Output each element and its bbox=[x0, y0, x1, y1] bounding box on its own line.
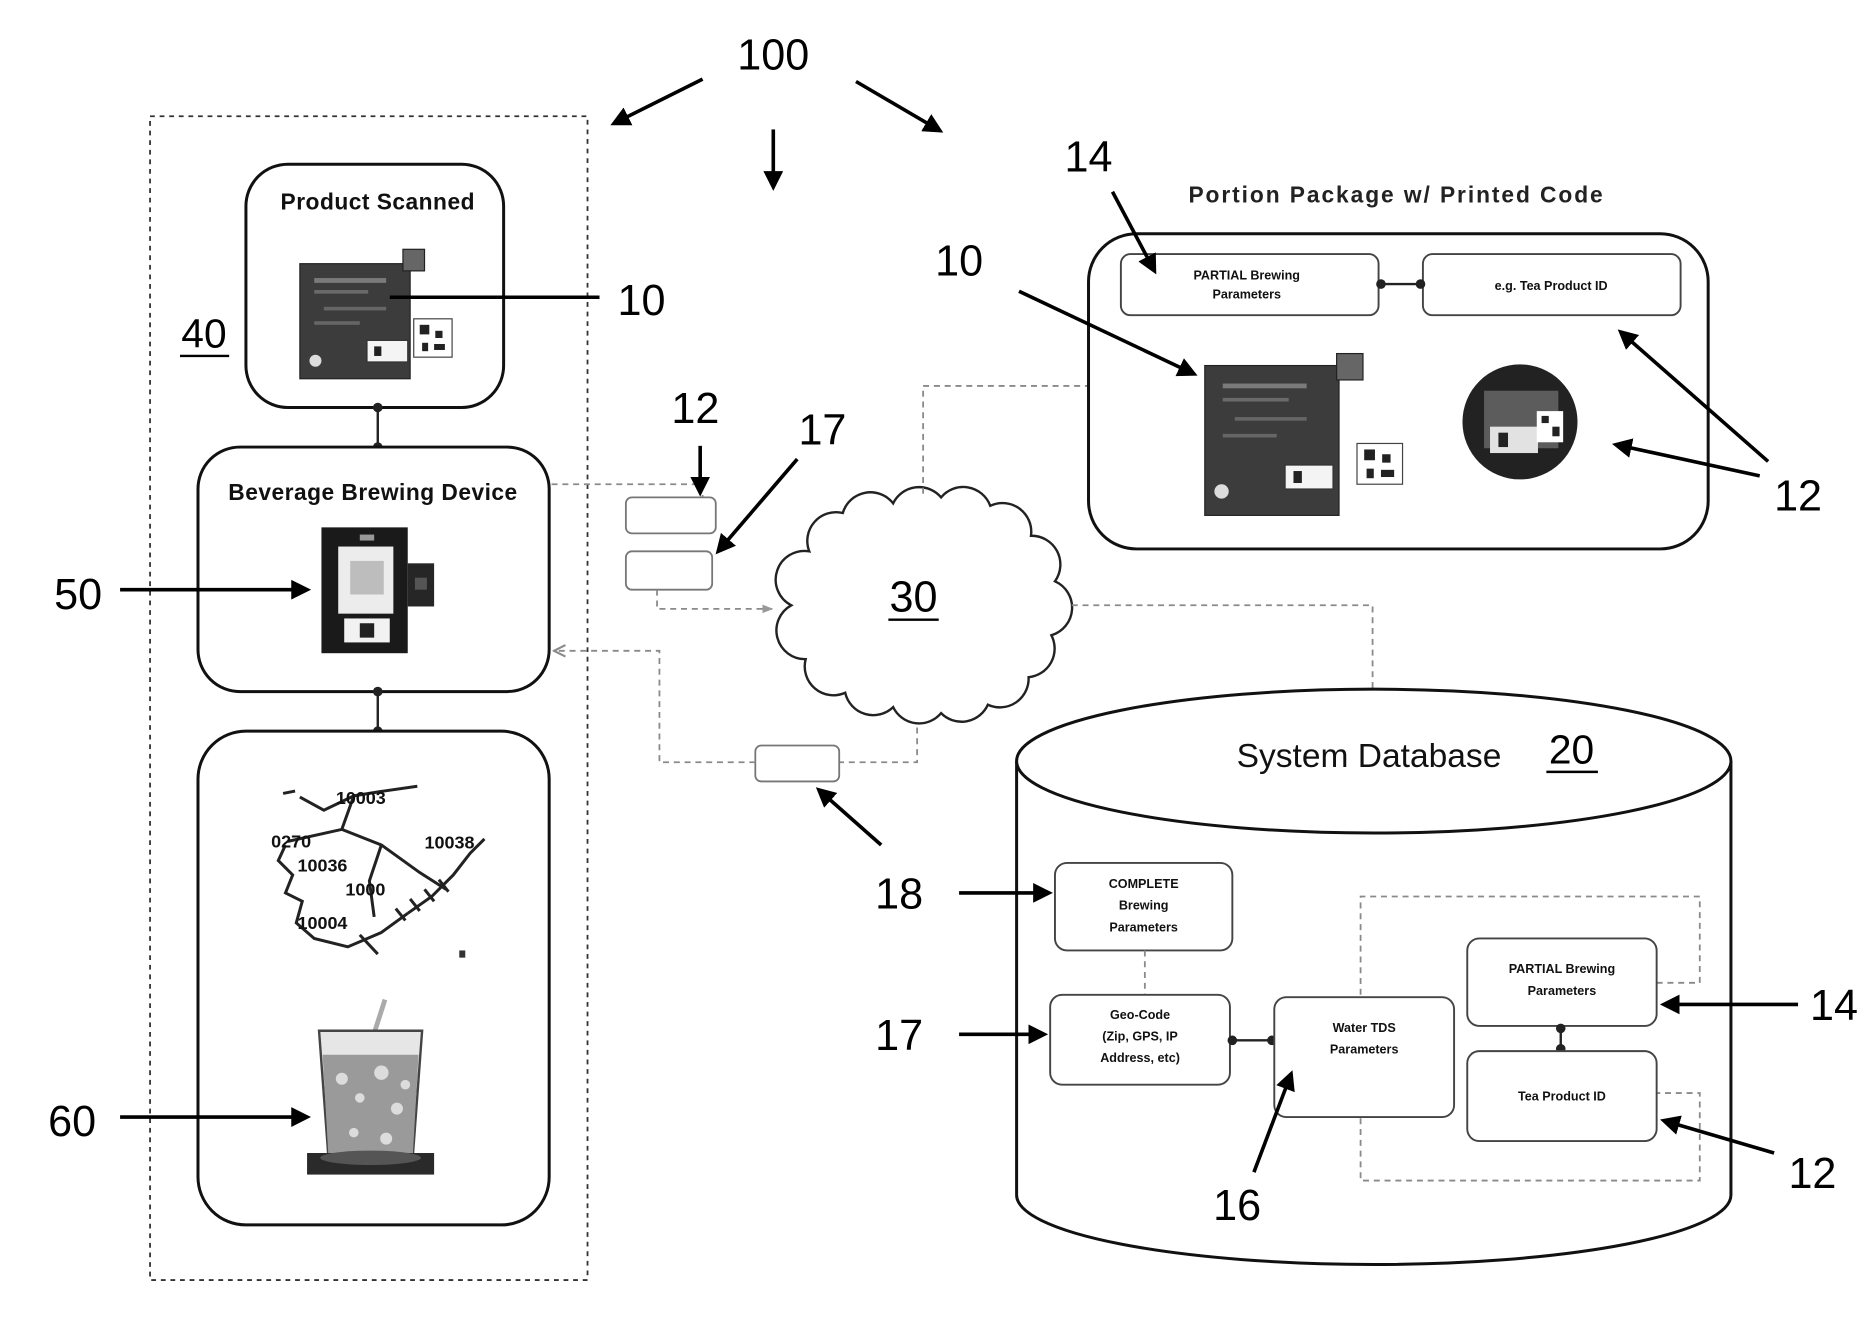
package-code-ref-label: 12 bbox=[1774, 473, 1822, 521]
complete-params-label: COMPLETE bbox=[1109, 877, 1179, 891]
geo-tag-ref-label: 17 bbox=[798, 407, 846, 455]
package-partial-params-box bbox=[1121, 254, 1379, 315]
network-to-package-link bbox=[923, 386, 1088, 494]
map-label: 0270 bbox=[271, 831, 311, 851]
database-ref-label: 20 bbox=[1549, 726, 1594, 772]
db-product-id-ref-label: 12 bbox=[1788, 1150, 1836, 1198]
system-reference: 100 bbox=[614, 32, 940, 187]
package-partial-params-ref-label: 14 bbox=[1065, 133, 1113, 181]
complete-params-label: Brewing bbox=[1119, 899, 1169, 913]
device-output-connector bbox=[373, 687, 383, 736]
db-product-id-label: Tea Product ID bbox=[1518, 1089, 1606, 1103]
brewing-device-panel: Beverage Brewing Device bbox=[198, 447, 549, 692]
water-tds-label: Water TDS bbox=[1333, 1021, 1396, 1035]
water-tds-label: Parameters bbox=[1330, 1043, 1399, 1057]
system-arrow-left bbox=[614, 79, 703, 123]
product-scanned-panel: Product Scanned 10 bbox=[246, 164, 666, 407]
code-tag-ref-label: 12 bbox=[671, 385, 719, 433]
package-partial-params-label: PARTIAL Brewing bbox=[1193, 268, 1299, 282]
brewed-beverage-panel: 10003 0270 10038 10036 1000 10004 bbox=[198, 731, 549, 1225]
user-system-ref-label: 40 bbox=[181, 311, 226, 357]
product-device-connector bbox=[373, 403, 383, 452]
map-label: 10036 bbox=[297, 855, 347, 875]
db-partial-params-label: Parameters bbox=[1528, 984, 1597, 998]
db-partial-params-label: PARTIAL Brewing bbox=[1509, 962, 1615, 976]
package-partial-params-label: Parameters bbox=[1212, 287, 1281, 301]
db-partial-params-ref-label: 14 bbox=[1810, 982, 1858, 1030]
db-partial-params-box bbox=[1467, 938, 1656, 1025]
package-ref-label: 10 bbox=[935, 238, 983, 286]
portion-package-title: Portion Package w/ Printed Code bbox=[1188, 182, 1604, 208]
geo-code-label: (Zip, GPS, IP bbox=[1102, 1029, 1177, 1043]
product-scanned-title: Product Scanned bbox=[281, 189, 475, 215]
water-tds-ref-label: 16 bbox=[1213, 1182, 1261, 1230]
database-title: System Database bbox=[1237, 738, 1502, 775]
code-data-tag bbox=[626, 497, 716, 533]
beverage-ref-label: 60 bbox=[48, 1098, 96, 1146]
system-database: System Database 20 COMPLETE Brewing Para… bbox=[1017, 689, 1731, 1264]
geo-code-label: Geo-Code bbox=[1110, 1008, 1170, 1022]
complete-params-to-device-link bbox=[554, 651, 755, 762]
complete-params-label: Parameters bbox=[1109, 920, 1178, 934]
geo-tag-arrow bbox=[718, 459, 797, 551]
map-label: 10004 bbox=[297, 913, 347, 933]
water-tds-box bbox=[1274, 997, 1454, 1117]
network-ref-label: 30 bbox=[890, 573, 938, 621]
system-arrow-right bbox=[856, 82, 940, 131]
map-label: 1000 bbox=[345, 879, 385, 899]
network-to-database-link bbox=[1072, 605, 1373, 690]
portion-package-panel: Portion Package w/ Printed Code PARTIAL … bbox=[1089, 182, 1709, 549]
brewing-device-ref-label: 50 bbox=[54, 571, 102, 619]
map-label: 10003 bbox=[336, 788, 386, 808]
brewing-device-title: Beverage Brewing Device bbox=[228, 479, 517, 505]
product-scanned-ref-label: 10 bbox=[617, 277, 665, 325]
map-label: 10038 bbox=[425, 833, 475, 853]
complete-params-data-tag bbox=[755, 746, 839, 782]
geo-code-label: Address, etc) bbox=[1100, 1051, 1180, 1065]
printed-code-closeup-image bbox=[1462, 364, 1577, 479]
device-to-tags-link bbox=[552, 484, 703, 497]
package-product-id-label: e.g. Tea Product ID bbox=[1495, 279, 1608, 293]
geo-code-ref-label: 17 bbox=[875, 1012, 923, 1060]
tags-to-network-link bbox=[657, 590, 772, 609]
network-cloud: 30 bbox=[776, 487, 1072, 723]
geo-code-data-tag bbox=[626, 551, 712, 589]
system-ref-label: 100 bbox=[737, 32, 809, 80]
network-return-link bbox=[839, 717, 917, 763]
complete-params-tag-arrow bbox=[819, 790, 881, 845]
complete-params-ref-label: 18 bbox=[875, 871, 923, 919]
